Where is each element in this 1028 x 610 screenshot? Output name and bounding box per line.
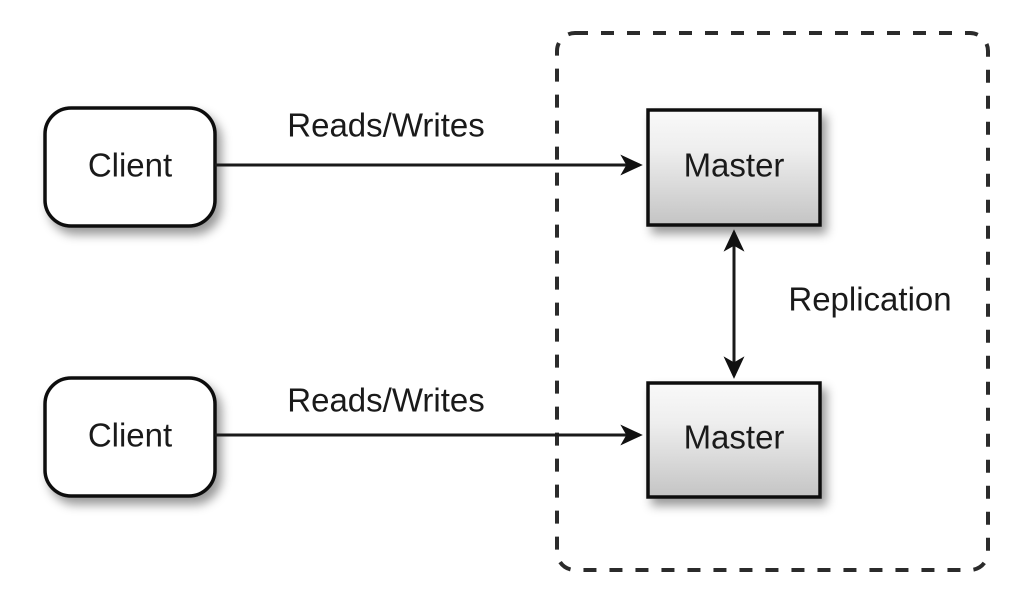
- node-master-top[interactable]: Master: [646, 108, 822, 227]
- node-client-top[interactable]: Client: [43, 106, 217, 228]
- client-top-label: Client: [88, 147, 172, 184]
- master-bottom-label: Master: [684, 419, 785, 456]
- edge-label-reads-writes-bottom: Reads/Writes: [287, 382, 484, 419]
- edge-label-replication: Replication: [788, 281, 951, 318]
- client-bottom-shape: [43, 376, 217, 498]
- edge-master-to-master-replication: Replication: [723, 229, 952, 379]
- client-bottom-label: Client: [88, 417, 172, 454]
- node-master-bottom[interactable]: Master: [646, 381, 822, 499]
- edge-client-bottom-to-master-bottom: Reads/Writes: [215, 382, 643, 446]
- master-top-label: Master: [684, 147, 785, 184]
- edge-label-reads-writes-top: Reads/Writes: [287, 107, 484, 144]
- master-bottom-shape: [646, 381, 822, 499]
- client-top-shape: [43, 106, 217, 228]
- replication-cluster-boundary: [555, 31, 990, 572]
- edge-client-top-to-master-top: Reads/Writes: [215, 107, 643, 176]
- node-client-bottom[interactable]: Client: [43, 376, 217, 498]
- master-top-shape: [646, 108, 822, 227]
